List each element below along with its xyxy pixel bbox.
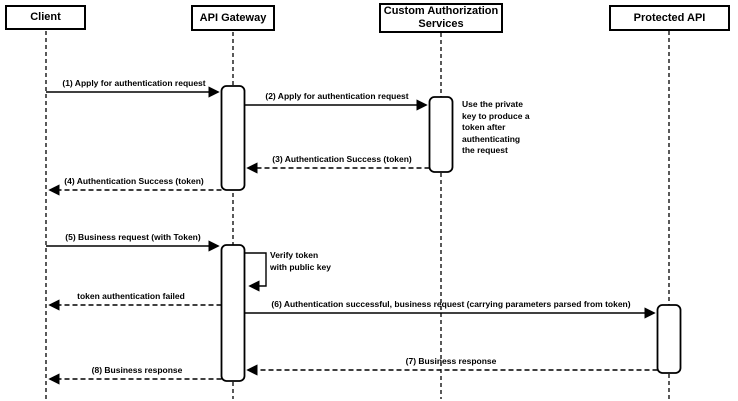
participant-api-gateway-label: API Gateway: [199, 11, 267, 24]
activation-api-gateway-1: [220, 85, 246, 191]
participant-api-gateway: API Gateway: [191, 5, 275, 31]
message-5-label: (5) Business request (with Token): [65, 232, 201, 242]
message-2-label: (2) Apply for authentication request: [265, 91, 409, 101]
self-message-verify-token-label: Verify token with public key: [270, 250, 331, 272]
message-4-label: (4) Authentication Success (token): [64, 176, 204, 186]
message-3-label: (3) Authentication Success (token): [272, 154, 412, 164]
participant-client: Client: [5, 5, 86, 30]
participant-client-label: Client: [30, 11, 61, 24]
participant-custom-authorization-services: Custom Authorization Services: [379, 3, 503, 33]
message-token-failed-label: token authentication failed: [77, 291, 185, 301]
message-6-label: (6) Authentication successful, business …: [271, 299, 631, 309]
message-1-label: (1) Apply for authentication request: [62, 78, 206, 88]
participant-custom-authorization-services-label: Custom Authorization Services: [383, 5, 499, 30]
private-key-note: Use the private key to produce a token a…: [462, 99, 530, 155]
self-message-arrow-verify-token: [244, 252, 267, 292]
activation-custom-authorization-services: [428, 96, 454, 173]
participant-protected-api-label: Protected API: [633, 11, 706, 24]
participant-protected-api: Protected API: [609, 5, 730, 31]
activation-api-gateway-2: [220, 244, 246, 382]
message-7-label: (7) Business response: [405, 356, 497, 366]
message-8-label: (8) Business response: [91, 365, 183, 375]
activation-protected-api: [656, 304, 682, 374]
